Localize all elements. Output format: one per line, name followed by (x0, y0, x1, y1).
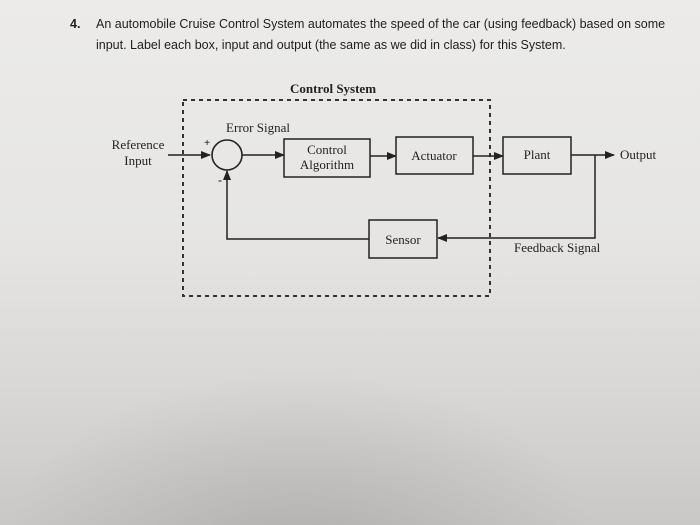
summing-junction (211, 139, 243, 171)
reference-input-label-line1: Reference (112, 137, 165, 152)
control-system-boundary (182, 99, 491, 297)
feedback-path-left (223, 170, 369, 240)
question-number: 4. (70, 17, 81, 31)
error-signal-label: Error Signal (226, 120, 290, 135)
sum-plus-sign: + (204, 137, 210, 149)
sum-minus-sign: - (218, 173, 222, 187)
control-algorithm-box (283, 138, 371, 178)
control-algorithm-label-line2: Algorithm (300, 157, 354, 172)
reference-input-label-line2: Input (124, 153, 152, 168)
question-text: An automobile Cruise Control System auto… (96, 17, 666, 52)
plant-label: Plant (524, 147, 551, 162)
sensor-label: Sensor (385, 232, 421, 247)
feedback-path-right (437, 155, 596, 242)
control-algorithm-label-line1: Control (307, 142, 347, 157)
feedback-signal-label: Feedback Signal (514, 240, 601, 255)
output-label: Output (620, 147, 657, 162)
control-system-label: Control System (290, 81, 376, 96)
actuator-label: Actuator (411, 148, 457, 163)
